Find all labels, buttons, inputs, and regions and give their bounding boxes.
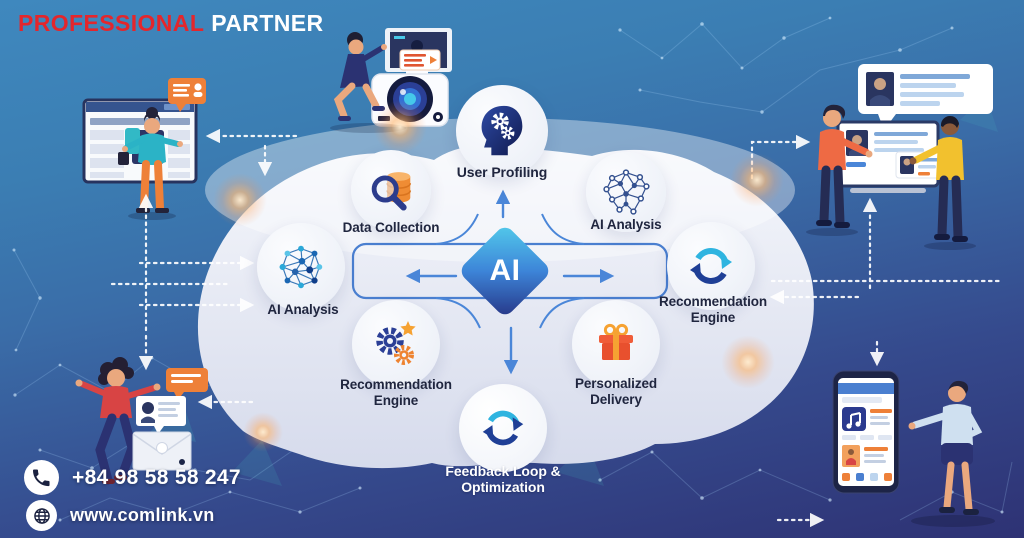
label-feedback-loop: Feedback Loop & Optimization [445, 463, 561, 496]
gears-star-icon [376, 321, 416, 365]
chat-bubble-orange [168, 78, 206, 112]
chat-bubble-orange-small [166, 368, 208, 400]
node-ai-analysis-top [586, 152, 666, 232]
man-orange-figure [806, 104, 873, 236]
node-feedback-loop [459, 384, 547, 472]
phone-icon [24, 460, 59, 495]
label-personalized-delivery: Personalized Delivery [574, 376, 658, 407]
dashed-arrows [110, 128, 1004, 528]
ai-center-label: AI [489, 254, 521, 287]
profile-card-small [136, 396, 186, 434]
chat-bubble-notes [399, 49, 441, 71]
flow-arrows [405, 189, 615, 375]
label-user-profiling: User Profiling [456, 164, 548, 180]
contact-website: www.comlink.vn [26, 500, 215, 531]
popped-profile-card [895, 151, 945, 179]
label-ai-analysis-top: AI Analysis [590, 217, 662, 232]
website-url: www.comlink.vn [70, 505, 215, 525]
node-personalized-delivery [572, 300, 660, 388]
node-recommendation-engine-left [352, 300, 440, 388]
brand-secondary: PARTNER [211, 10, 324, 36]
illustration-phone-man [832, 370, 995, 527]
globe-icon [26, 500, 57, 531]
profiles-screen [836, 120, 945, 193]
man-yellow-figure [909, 115, 976, 250]
woman-dancing-figure [75, 357, 161, 485]
phone-number: +84 98 58 58 247 [72, 465, 241, 489]
illustration-profile-review [806, 64, 993, 250]
man-shorts-figure [908, 380, 995, 527]
neural-network-icon [603, 169, 650, 215]
magnifier-database-icon [371, 172, 412, 211]
brand-primary: PROFESSIONAL [18, 10, 205, 36]
contact-phone: +84 98 58 58 247 [24, 460, 241, 495]
illustration-shopper-screen [82, 78, 206, 220]
cycle-arrows-icon [482, 410, 524, 446]
label-recommendation-engine-left: Recommendation Engine [340, 377, 452, 408]
node-recommendation-engine-right [667, 222, 755, 310]
ai-diamond [461, 227, 549, 315]
head-gears-icon [481, 105, 523, 156]
gift-icon [599, 323, 633, 360]
label-data-collection: Data Collection [342, 220, 440, 235]
node-data-collection [351, 150, 431, 230]
node-user-profiling [456, 85, 548, 177]
woman-figure [118, 107, 183, 220]
label-ai-analysis-left: AI Analysis [267, 302, 339, 317]
center-flow-frame [351, 189, 669, 375]
refresh-arrows-icon [690, 248, 732, 284]
illustration-email-woman [75, 357, 208, 485]
network-sphere-icon [279, 245, 323, 289]
envelope-icon [132, 431, 192, 471]
label-recommendation-engine-right: Reconmendation Engine [658, 294, 768, 325]
node-ai-analysis-left [257, 223, 345, 311]
smartphone [832, 370, 900, 494]
